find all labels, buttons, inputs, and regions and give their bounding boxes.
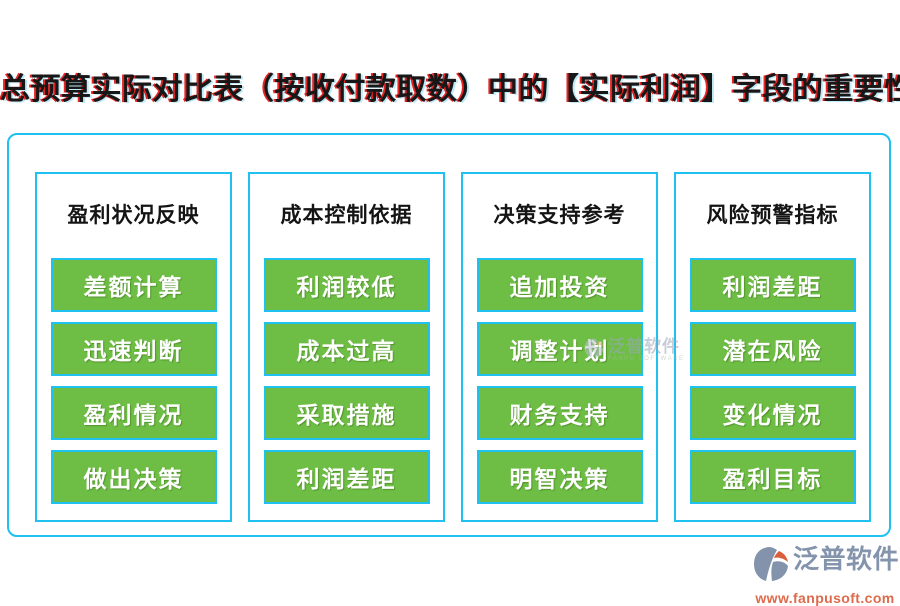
item-button: 盈利情况 [50,386,217,440]
column-profit-status: 盈利状况反映 差额计算 迅速判断 盈利情况 做出决策 [35,172,232,522]
column-title: 成本控制依据 [280,203,413,227]
column-risk-warning: 风险预警指标 利润差距 潜在风险 变化情况 盈利目标 [674,172,871,522]
item-button: 明智决策 [476,450,643,504]
item-button: 追加投资 [476,258,643,312]
diagram-frame: 盈利状况反映 差额计算 迅速判断 盈利情况 做出决策 成本控制依据 利润较低 成… [7,133,891,537]
brand-url: www.fanpusoft.com [755,590,895,606]
brand-footer: 泛普软件 www.fanpusoft.com [751,544,899,606]
item-button: 采取措施 [263,386,430,440]
column-cost-control: 成本控制依据 利润较低 成本过高 采取措施 利润差距 [248,172,445,522]
fanpu-logo-icon [751,544,793,589]
item-button: 差额计算 [50,258,217,312]
item-button: 做出决策 [50,450,217,504]
item-button: 利润较低 [263,258,430,312]
item-button: 财务支持 [476,386,643,440]
item-button: 潜在风险 [689,322,856,376]
column-title: 盈利状况反映 [67,203,200,227]
item-button: 调整计划 [476,322,643,376]
item-button: 迅速判断 [50,322,217,376]
column-decision-support: 决策支持参考 追加投资 调整计划 财务支持 明智决策 [461,172,658,522]
item-button: 盈利目标 [689,450,856,504]
item-button: 利润差距 [689,258,856,312]
brand-name: 泛普软件 [793,545,900,574]
column-title: 风险预警指标 [706,203,839,227]
item-button: 利润差距 [263,450,430,504]
column-title: 决策支持参考 [493,203,626,227]
item-button: 成本过高 [263,322,430,376]
page-title: 总预算实际对比表（按收付款取数）中的【实际利润】字段的重要性 [0,73,900,106]
item-button: 变化情况 [689,386,856,440]
